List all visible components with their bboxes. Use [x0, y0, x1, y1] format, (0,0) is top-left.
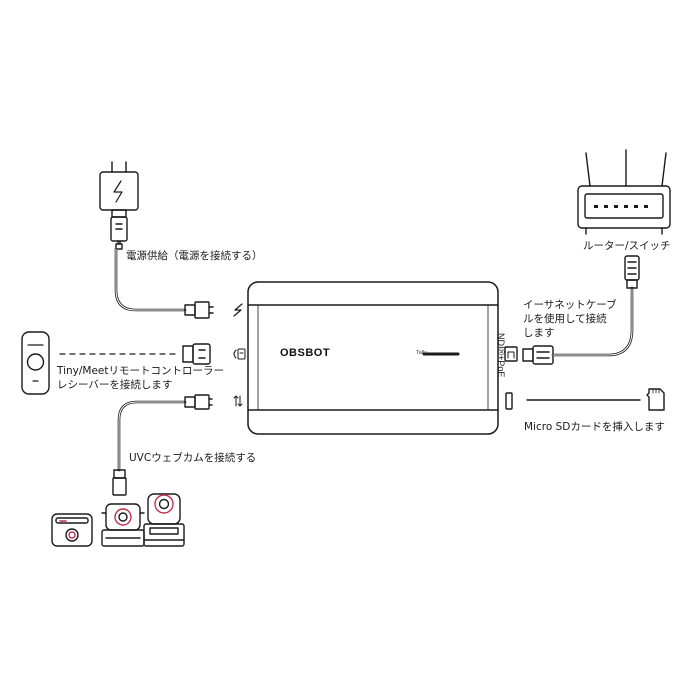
router-label: ルーター/スイッチ — [583, 240, 671, 252]
ndi-poe-port-label: NDI®+PoE — [496, 333, 506, 378]
webcam-icon — [51, 513, 93, 547]
power-label: 電源供給（電源を接続する） — [126, 250, 263, 262]
ptz-camera-large-icon — [143, 493, 185, 547]
ethernet-label-line2: ルを使用して接続 — [523, 313, 607, 325]
tally-label: Tally — [416, 350, 428, 356]
microsd-card-icon — [526, 388, 665, 411]
router-leds — [594, 205, 648, 208]
microsd-slot — [505, 392, 513, 410]
power-adapter-icon — [99, 161, 139, 242]
remote-receiver-link — [59, 343, 211, 365]
ethernet-cable — [522, 255, 640, 365]
microsd-label: Micro SDカードを挿入します — [524, 421, 665, 433]
uvc-label: UVCウェブカムを接続する — [129, 452, 257, 464]
remote-label-line1: Tiny/Meetリモートコントローラー — [57, 365, 225, 377]
lightning-icon — [233, 303, 243, 317]
usb-arrows-icon — [233, 395, 243, 407]
obsbot-device — [247, 281, 499, 435]
uvc-cable — [112, 394, 213, 496]
remote-label-line2: レシーバーを接続します — [57, 379, 173, 391]
ethernet-port — [504, 346, 518, 362]
ptz-camera-small-icon — [101, 503, 145, 547]
ethernet-label-line3: します — [523, 327, 555, 339]
power-cable — [114, 240, 214, 319]
remote-controller-icon — [21, 331, 50, 395]
receiver-icon — [233, 348, 246, 360]
ethernet-label-line1: イーサネットケーブ — [523, 299, 617, 311]
device-brand: OBSBOT — [280, 347, 331, 359]
router-icon — [577, 149, 671, 235]
